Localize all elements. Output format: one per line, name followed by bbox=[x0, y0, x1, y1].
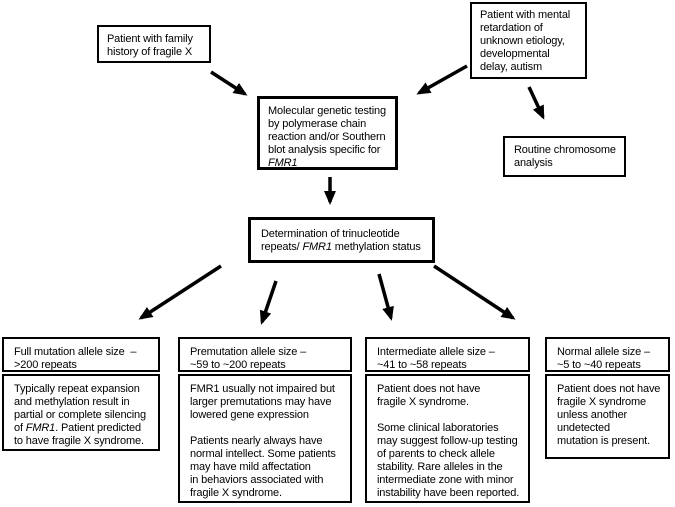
arrow-family-to-molecular bbox=[210, 70, 248, 96]
outcome-intermediate-header: Intermediate allele size – ~41 to ~58 re… bbox=[365, 337, 530, 372]
node-mental-retardation: Patient with mental retardation of unkno… bbox=[470, 2, 587, 79]
arrow-determination-to-full-mutation bbox=[138, 264, 222, 320]
node-molecular-genetic-testing: Molecular genetic testing by polymerase … bbox=[257, 96, 398, 170]
outcome-premutation-body: FMR1 usually not impaired but larger pre… bbox=[178, 374, 352, 503]
outcome-intermediate-body: Patient does not have fragile X syndrome… bbox=[365, 374, 530, 503]
arrow-mental-to-routine bbox=[527, 86, 545, 120]
outcome-normal-header: Normal allele size – ~5 to ~40 repeats bbox=[545, 337, 670, 372]
node-family-history: Patient with family history of fragile X bbox=[97, 25, 211, 63]
node-determination-trinucleotide: Determination of trinucleotide repeats/ … bbox=[248, 217, 435, 263]
outcome-full-mutation-header: Full mutation allele size – >200 repeats bbox=[2, 337, 160, 372]
arrow-determination-to-normal bbox=[433, 264, 516, 320]
outcome-premutation-header: Premutation allele size – ~59 to ~200 re… bbox=[178, 337, 352, 372]
outcome-normal-body: Patient does not have fragile X syndrome… bbox=[545, 374, 670, 459]
arrow-determination-to-intermediate bbox=[377, 273, 394, 321]
outcome-full-mutation-body: Typically repeat expansion and methylati… bbox=[2, 374, 160, 451]
arrow-determination-to-premutation bbox=[259, 280, 278, 325]
node-routine-chromosome-analysis: Routine chromosome analysis bbox=[503, 136, 626, 177]
arrow-mental-to-molecular bbox=[416, 64, 468, 95]
